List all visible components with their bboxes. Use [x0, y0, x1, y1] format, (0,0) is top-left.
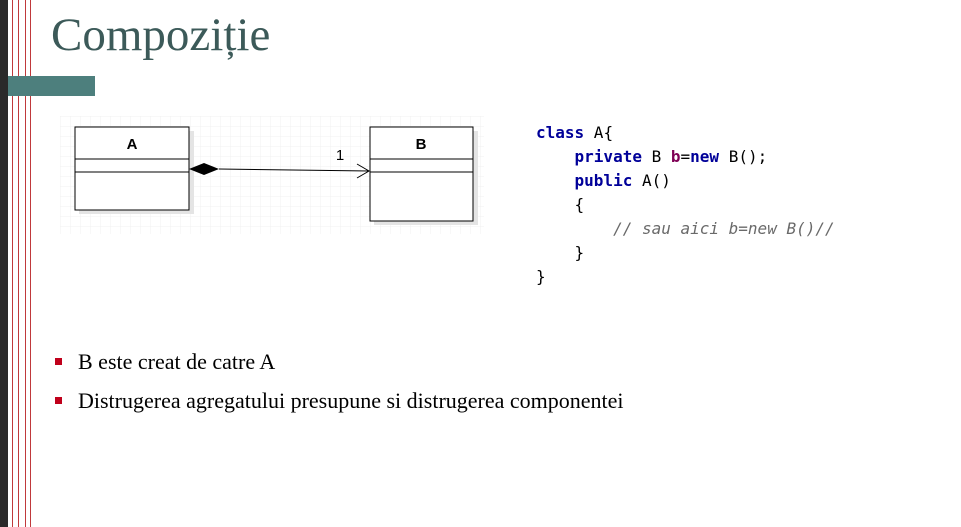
code-token: public [574, 171, 633, 190]
code-token: class [536, 123, 585, 142]
code-line: public A() [536, 169, 835, 193]
uml-diagram: A B 1 [60, 116, 484, 234]
bullet-text: B este creat de catre A [78, 349, 276, 374]
code-line: } [536, 265, 835, 289]
code-token: A() [632, 171, 671, 190]
code-token: B [641, 147, 671, 166]
code-token: new [690, 147, 720, 166]
code-token [536, 147, 575, 166]
code-line: } [536, 241, 835, 265]
bullet-item: Distrugerea agregatului presupune si dis… [55, 387, 624, 415]
slide-title: Compoziție [51, 9, 271, 61]
composition-association: 1 [189, 147, 370, 179]
code-snippet: class A{ private B b=new B(); public A()… [536, 121, 835, 289]
code-token: } [536, 267, 546, 286]
code-token: // sau aici b=new B()// [613, 219, 835, 238]
code-token [536, 171, 575, 190]
composition-diamond [189, 163, 219, 175]
left-red-line [30, 0, 31, 527]
code-token: = [680, 147, 691, 166]
code-line: // sau aici b=new B()// [536, 217, 835, 241]
class-a-box: A [74, 126, 190, 211]
left-red-line [18, 0, 19, 527]
bullet-list: B este creat de catre A Distrugerea agre… [55, 348, 624, 426]
code-token: b [670, 147, 681, 166]
code-token: A{ [584, 123, 614, 142]
multiplicity-label: 1 [336, 147, 344, 164]
bullet-text: Distrugerea agregatului presupune si dis… [78, 388, 624, 413]
code-line: { [536, 193, 835, 217]
bullet-item: B este creat de catre A [55, 348, 624, 376]
navigation-arrowhead [356, 163, 370, 179]
code-token: B(); [719, 147, 768, 166]
code-token [536, 219, 613, 238]
code-token: { [536, 195, 585, 214]
code-line: class A{ [536, 121, 835, 145]
left-red-line [12, 0, 13, 527]
code-token: } [536, 243, 585, 262]
left-dark-stripe [0, 0, 8, 527]
code-token: private [574, 147, 642, 166]
class-b-box: B [369, 126, 474, 222]
title-accent-bar [8, 76, 95, 96]
bullet-marker [55, 358, 62, 365]
class-a-name: A [127, 136, 138, 153]
class-b-name: B [416, 136, 427, 153]
left-red-line [25, 0, 26, 527]
bullet-marker [55, 397, 62, 404]
code-line: private B b=new B(); [536, 145, 835, 169]
